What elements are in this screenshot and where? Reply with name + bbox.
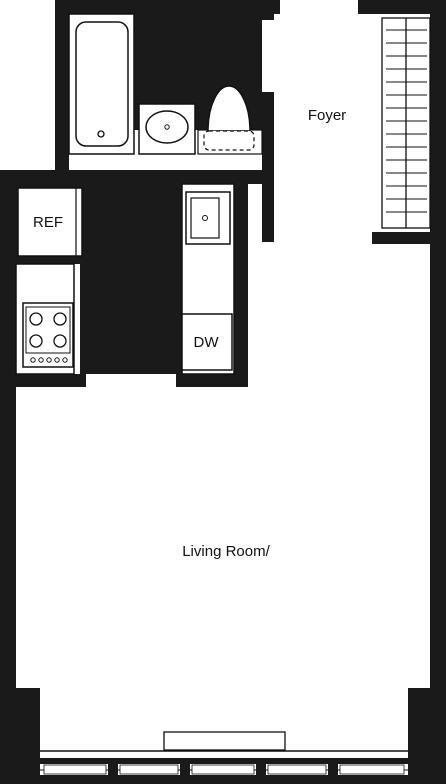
window-pane [119,764,179,775]
wall-right-exterior [430,0,446,784]
window-sill [40,758,408,764]
wall-kitchen-right-lower [234,244,248,387]
kitchen-floor [80,184,182,374]
wall-mid-horizontal [0,170,274,184]
stove-knob-icon [54,357,60,363]
window-pane [339,764,405,775]
wall-bath-top [55,0,280,14]
sink-drain-icon [164,124,170,130]
stove-knob-icon [62,357,68,363]
dishwasher [181,313,233,371]
window-pane [43,764,107,775]
wall-left-exterior [0,170,16,784]
burner-icon [29,334,43,348]
window-pane [191,764,255,775]
stove-knob-icon [38,357,44,363]
window-pane [267,764,327,775]
wall-bath-right [262,0,274,20]
dishwasher-label: DW [194,334,220,351]
bathtub-basin [75,21,129,147]
wall-bottom-right-pier [408,688,446,784]
bottom-window [40,731,408,784]
wall-bath-right-lower [262,92,274,242]
burner-icon [53,312,67,326]
refrigerator [17,187,83,257]
bathroom [68,13,263,155]
wall-closet-bottom [372,232,432,244]
bathtub-drain-icon [97,130,105,138]
wall-kitchen-bottom-left [16,374,86,387]
wall-bottom-left-pier [0,688,40,784]
toilet-tank [203,130,255,151]
stove-knob-icon [46,357,52,363]
wall-kitchen-bottom-right [176,374,248,387]
radiator [163,731,286,751]
window-mullion [108,758,118,784]
room-label-living-room: Living Room/ [182,543,270,560]
wall-kitchen-right [234,170,248,244]
kitchen: REF DW [15,183,235,375]
window-panes [43,764,405,775]
window-mullions [108,758,338,784]
window-mullion [328,758,338,784]
room-label-foyer: Foyer [308,107,346,124]
burner-icon [53,334,67,348]
closet-hangers [386,29,427,213]
stove-knob-icon [30,357,36,363]
kitchen-sink-drain-icon [202,215,208,221]
window-mullion [180,758,190,784]
refrigerator-label: REF [33,214,63,231]
window-bottom [40,775,408,784]
wall-bath-left [55,0,69,178]
window-mullion [256,758,266,784]
toilet-bowl [207,85,251,132]
foyer-closet [381,17,431,229]
burner-icon [29,312,43,326]
wall-right-top [358,0,446,14]
